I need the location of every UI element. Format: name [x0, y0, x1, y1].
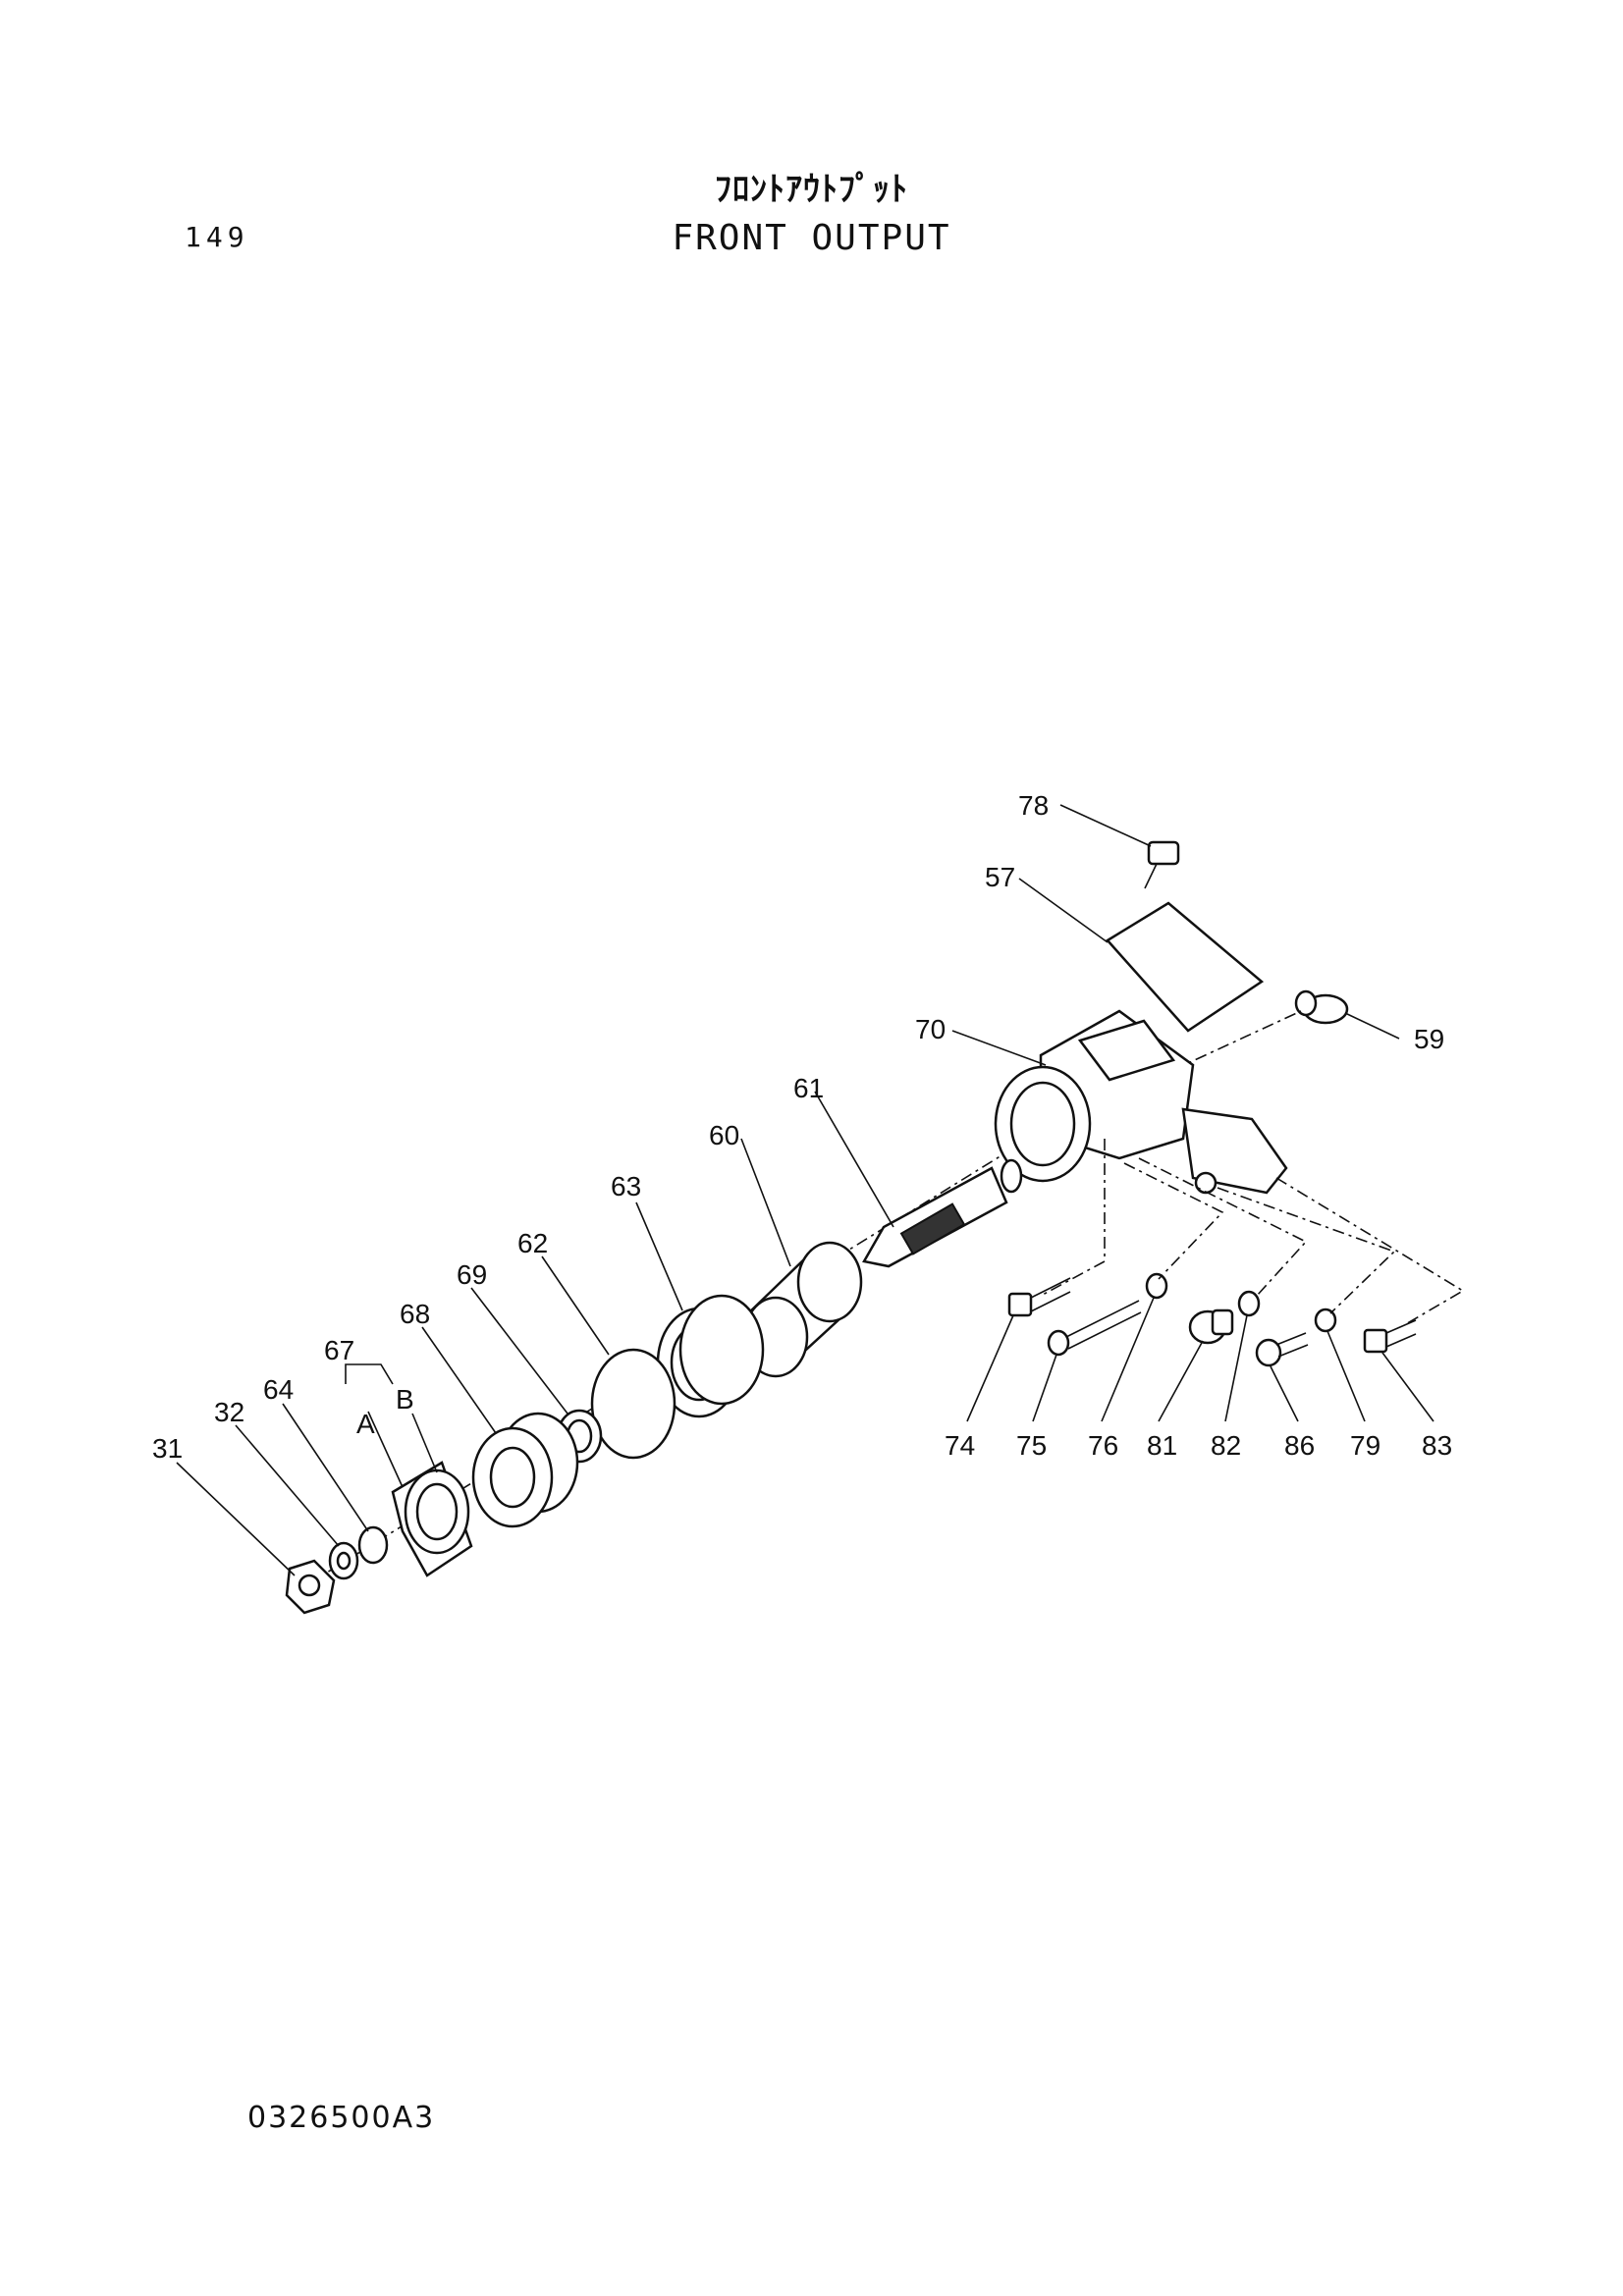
callout-B: B	[396, 1384, 414, 1415]
part-75-bolt	[1047, 1300, 1142, 1357]
callout-64: 64	[263, 1374, 294, 1405]
center-axis-line	[313, 1118, 1061, 1581]
callout-68: 68	[400, 1299, 430, 1329]
callout-86: 86	[1284, 1430, 1315, 1461]
page-number: 149	[185, 221, 249, 253]
callout-69: 69	[457, 1259, 487, 1290]
part-64-o-ring	[357, 1525, 389, 1565]
part-76-washer	[1145, 1272, 1168, 1300]
callout-76: 76	[1088, 1430, 1118, 1461]
part-82-o-ring	[1237, 1290, 1261, 1317]
callout-62: 62	[517, 1228, 548, 1258]
part-74-bolt	[1007, 1277, 1071, 1317]
part-59-plug	[1294, 989, 1349, 1025]
part-63-bearing	[656, 1294, 765, 1418]
callout-78: 78	[1018, 790, 1049, 821]
callout-81: 81	[1147, 1430, 1177, 1461]
page-title: FRONT OUTPUT	[672, 218, 951, 258]
part-60-sleeve	[742, 1241, 863, 1378]
callout-32: 32	[214, 1397, 244, 1427]
part-86-bolt	[1255, 1332, 1309, 1367]
callout-74: 74	[945, 1430, 975, 1461]
callout-83: 83	[1422, 1430, 1452, 1461]
part-67-flange	[391, 1461, 473, 1577]
part-79-washer	[1314, 1308, 1337, 1333]
callout-59: 59	[1414, 1024, 1444, 1054]
callout-79: 79	[1350, 1430, 1380, 1461]
part-62-snap-ring	[590, 1348, 676, 1460]
drawing-number: 0326500A3	[247, 2101, 436, 2135]
part-32-washer	[328, 1541, 359, 1580]
part-31-nut	[285, 1559, 336, 1615]
part-57-cover-plate	[1106, 901, 1265, 1033]
part-70-housing	[994, 1009, 1288, 1195]
part-61-splined-shaft	[862, 1158, 1023, 1268]
callout-60: 60	[709, 1120, 739, 1150]
assembly-line-76	[1123, 1162, 1224, 1280]
callout-61: 61	[793, 1073, 824, 1103]
callout-75: 75	[1016, 1430, 1047, 1461]
callout-82: 82	[1211, 1430, 1241, 1461]
assembly-line-74	[1040, 1139, 1106, 1297]
assembly-line-79	[1217, 1187, 1396, 1314]
callout-57: 57	[985, 862, 1015, 892]
part-68-oil-seal	[471, 1412, 579, 1528]
assembly-line-83	[1275, 1177, 1465, 1326]
part-78-bolt	[1144, 840, 1180, 889]
callout-67: 67	[324, 1335, 354, 1365]
part-81-plug	[1188, 1308, 1234, 1345]
part-83-bolt	[1363, 1319, 1417, 1354]
callout-70: 70	[915, 1014, 946, 1044]
callout-63: 63	[611, 1171, 641, 1201]
callout-A: A	[356, 1409, 375, 1439]
callout-leaders	[176, 804, 1434, 1576]
title-japanese: ﾌﾛﾝﾄｱｳﾄﾌﾟｯﾄ	[715, 170, 908, 209]
callout-31: 31	[152, 1433, 183, 1464]
